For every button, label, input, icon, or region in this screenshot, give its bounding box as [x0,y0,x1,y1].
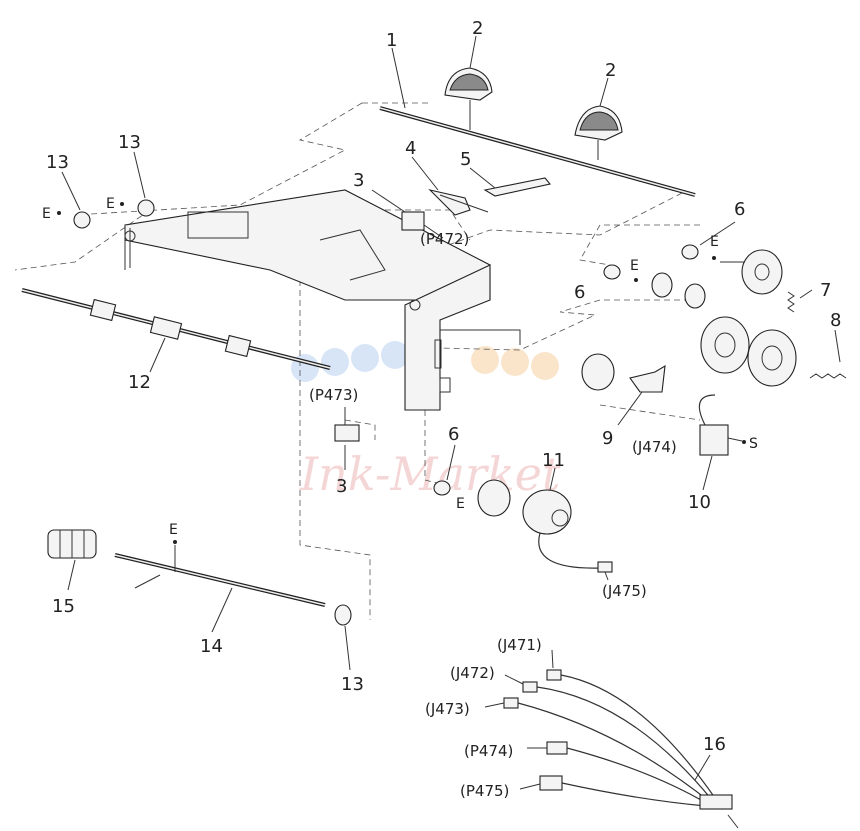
callout-7: 7 [820,280,831,301]
part-bushing-13b [133,151,155,217]
part-actuator-5 [469,167,552,197]
callout-6a: 6 [734,199,745,220]
marker-s-10: S [749,436,758,452]
callout-11: 11 [542,450,565,471]
marker-labels: E E E E E E S [42,196,758,544]
part-gear-9 [581,353,666,426]
part-gears-mid [651,272,706,309]
part-sensor-3a [371,189,444,239]
connector-labels: (P472) (P473) (J474) (J475) (J471) (J472… [309,230,677,800]
callout-12: 12 [128,372,151,393]
part-sensor-10 [698,394,743,491]
callout-1: 1 [386,30,397,51]
callout-9: 9 [602,428,613,449]
marker-e-6b: E [630,258,639,274]
callout-13a: 13 [46,152,69,173]
part-gear-2a [444,35,493,130]
part-spring-8 [809,329,847,379]
callout-8: 8 [830,310,841,331]
marker-e-13b: E [106,196,115,212]
connector-p472: (P472) [420,230,469,248]
part-harness-16 [484,649,739,829]
connector-j474: (J474) [632,438,677,456]
callout-2b: 2 [605,60,616,81]
callout-2a: 2 [472,18,483,39]
part-roller-15 [47,529,97,591]
callout-4: 4 [405,138,416,159]
marker-e-6a: E [710,234,719,250]
part-bushing-6b [603,264,621,280]
part-roller-shaft-12 [21,288,331,373]
part-gear-large-top [720,249,783,295]
chassis-frame [124,189,521,411]
callout-3a: 3 [353,170,364,191]
part-shaft-14 [114,545,326,633]
callout-6c: 6 [448,424,459,445]
part-gear-pair-large [700,316,797,387]
callout-labels: 1 2 2 3 4 5 6 6 6 7 8 9 10 11 12 13 13 1… [46,18,841,755]
part-bushing-13a [61,171,91,229]
watermark: Ink-Market [291,341,561,501]
part-shaft-1 [379,47,696,197]
connector-j472: (J472) [450,664,495,682]
callout-14: 14 [200,636,223,657]
part-gear-2b [574,77,623,160]
watermark-text: Ink-Market [299,447,561,501]
part-bushing-13c [334,604,352,671]
connector-p473: (P473) [309,386,358,404]
callout-6b: 6 [574,282,585,303]
callout-15: 15 [52,596,75,617]
callout-16: 16 [703,734,726,755]
part-lever-4 [411,156,489,216]
marker-e-14: E [169,522,178,538]
callout-5: 5 [460,149,471,170]
part-motor-11 [477,467,613,581]
callout-13b: 13 [118,132,141,153]
part-sensor-3b [334,407,360,470]
marker-e-13a: E [42,206,51,222]
connector-j471: (J471) [497,636,542,654]
callout-3b: 3 [336,476,347,497]
part-bushing-6a [681,221,736,260]
connector-j473: (J473) [425,700,470,718]
callout-13c: 13 [341,674,364,695]
connector-p475: (P475) [460,782,509,800]
connector-p474: (P474) [464,742,513,760]
callout-10: 10 [688,492,711,513]
connector-j475: (J475) [602,582,647,600]
marker-e-6c: E [456,496,465,512]
part-spring-7 [787,289,813,313]
part-bushing-6c [433,444,456,496]
